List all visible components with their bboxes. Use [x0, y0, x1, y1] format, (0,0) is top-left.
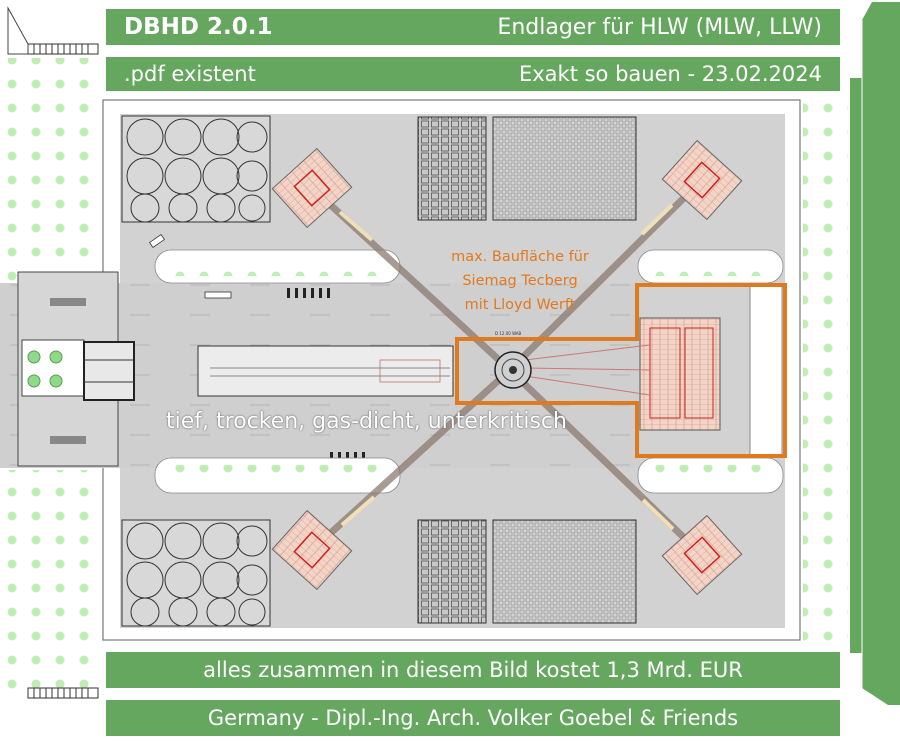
green-island-bottom: [154, 457, 401, 494]
tree-field-right: [803, 95, 848, 650]
title-banner: DBHD 2.0.1 Endlager für HLW (MLW, LLW): [106, 9, 840, 45]
right-berm: [850, 78, 862, 653]
center-label: D 12.00 WAB: [495, 331, 522, 336]
status-pdf: .pdf existent: [124, 62, 256, 86]
build-area-line-3: mit Lloyd Werft: [464, 297, 576, 313]
parking: [287, 288, 365, 460]
build-area-line-2: Siemag Tecberg: [462, 273, 578, 289]
hoist-top-left: [271, 147, 353, 229]
build-area-line-1: max. Baufläche für: [451, 249, 589, 265]
guard-tree: [27, 350, 41, 364]
tree-field-left-top: [8, 58, 103, 283]
green-island-right-bottom: [637, 457, 784, 494]
title-version: DBHD 2.0.1: [124, 14, 273, 40]
cost-banner: alles zusammen in diesem Bild kostet 1,3…: [106, 652, 840, 688]
storage-racks-top: [417, 116, 637, 221]
gate-top-left: [7, 6, 99, 55]
status-date: Exakt so bauen - 23.02.2024: [518, 62, 822, 86]
cost-text: alles zusammen in diesem Bild kostet 1,3…: [203, 658, 743, 682]
build-area-label: max. Baufläche für Siemag Tecberg mit Ll…: [432, 245, 608, 317]
tank-field-top: [121, 115, 271, 223]
max-build-area-outline: [455, 283, 787, 458]
storage-racks-bottom: [417, 519, 637, 624]
transfer-hall: [197, 345, 454, 397]
slogan-label: tief, trocken, gas-dicht, unterkritisch: [166, 409, 567, 434]
hoist-bottom-left: [271, 509, 353, 591]
green-island-top: [154, 249, 401, 284]
title-subject: Endlager für HLW (MLW, LLW): [497, 14, 822, 40]
checkpoint: [83, 341, 135, 401]
tree-field-left-bottom: [8, 470, 103, 650]
guard-house: [21, 339, 85, 397]
gate-bottom-left: [27, 687, 99, 699]
hoist-top-right: [661, 139, 743, 221]
truck: [204, 291, 232, 299]
status-banner: .pdf existent Exakt so bauen - 23.02.202…: [106, 57, 840, 91]
credits-text: Germany - Dipl.-Ing. Arch. Volker Goebel…: [207, 706, 739, 730]
hoist-bottom-right: [661, 514, 743, 596]
credits-banner: Germany - Dipl.-Ing. Arch. Volker Goebel…: [106, 700, 840, 736]
green-island-right-top: [637, 249, 784, 284]
tank-field-bottom: [121, 519, 271, 627]
